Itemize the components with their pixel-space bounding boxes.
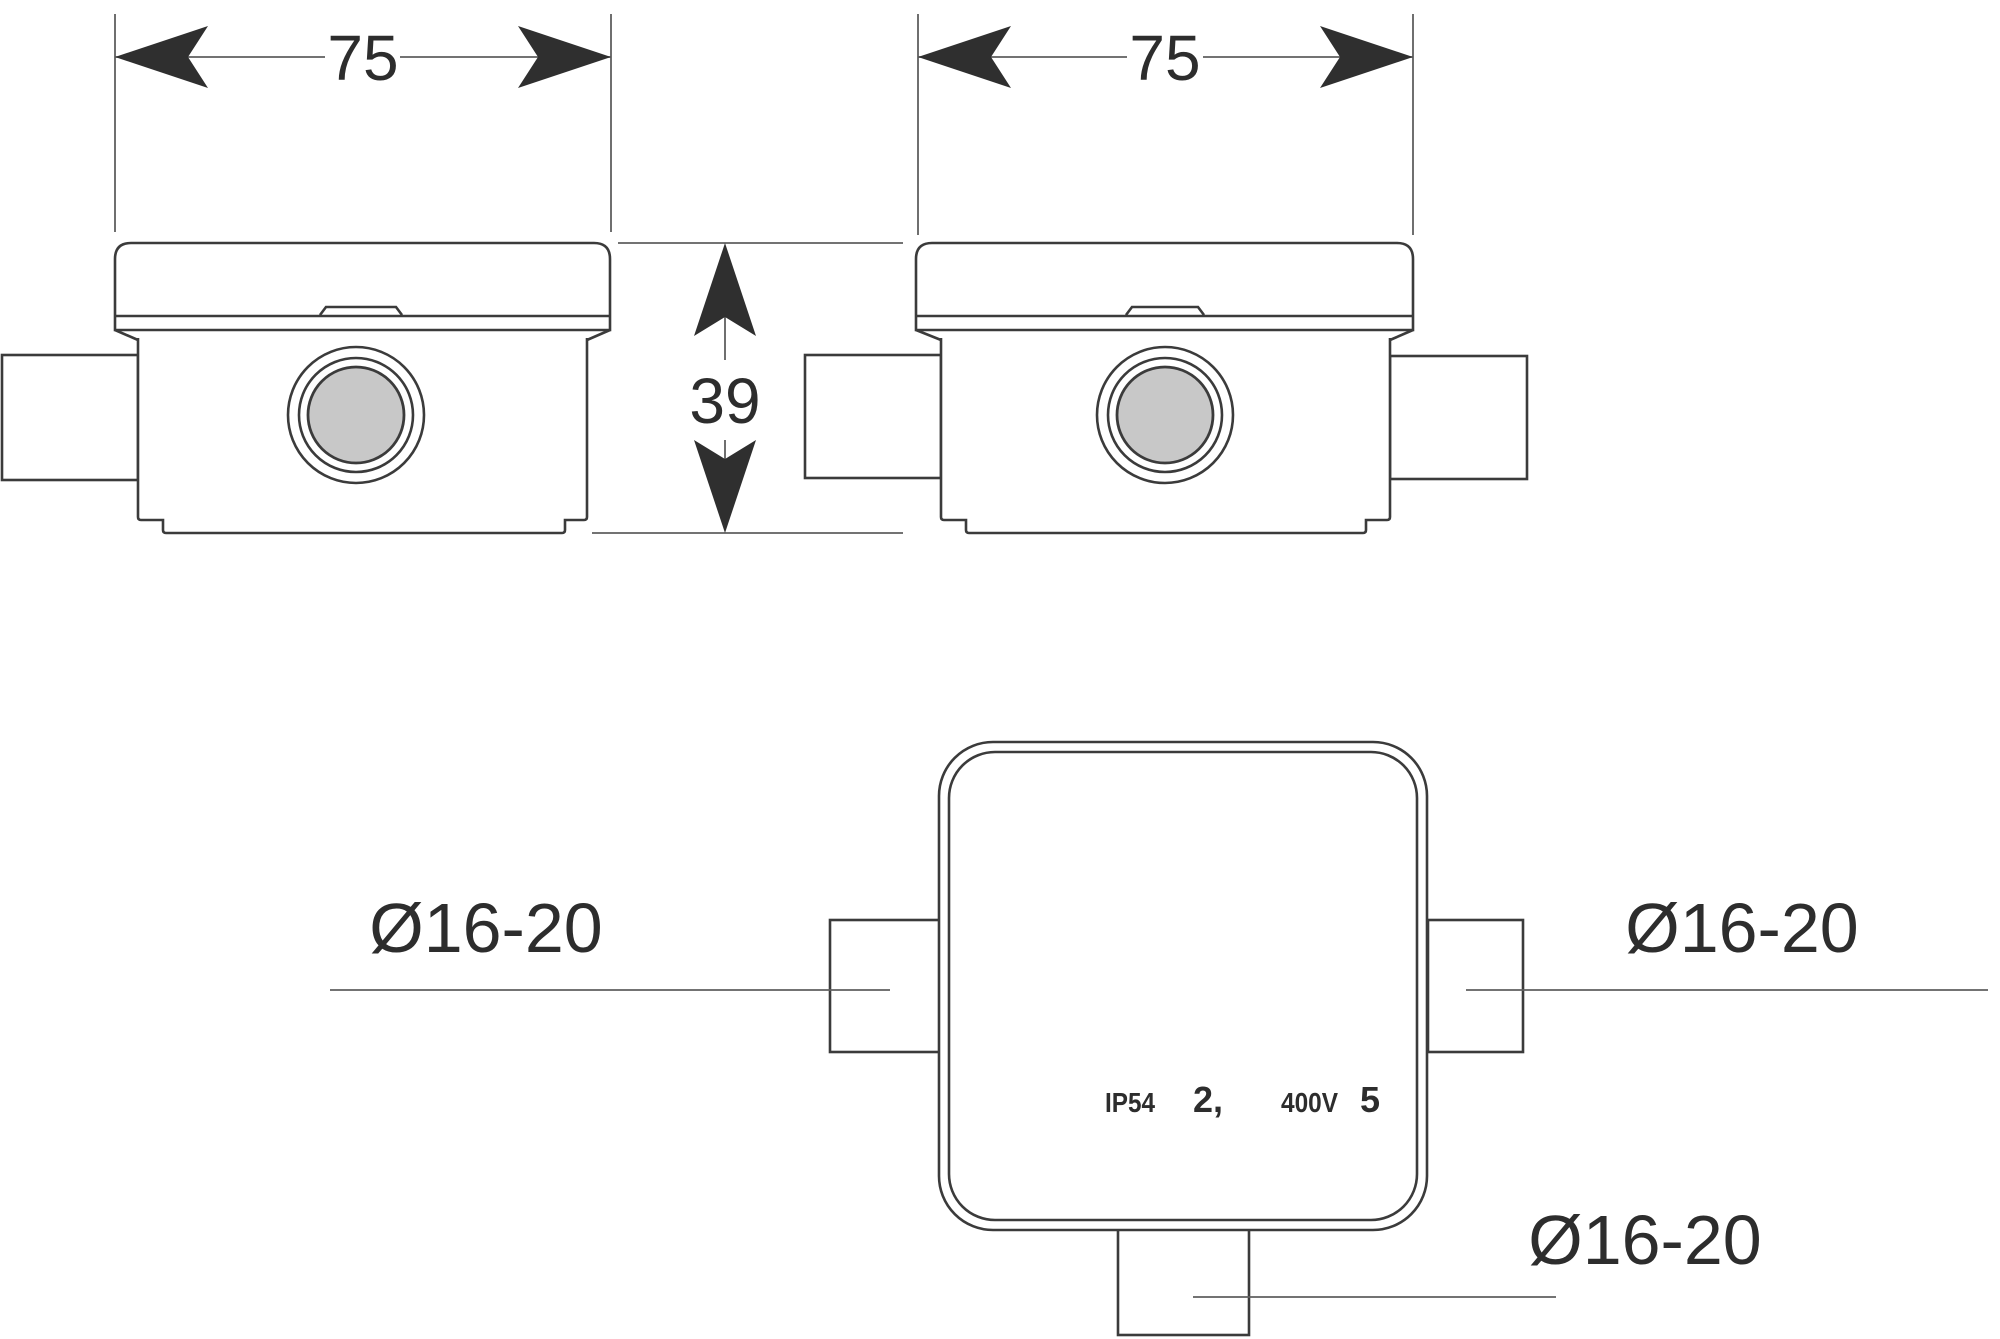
conduit-callout-bottom: Ø16-20 [1193, 1201, 1762, 1298]
lid-latch-tab [318, 305, 404, 316]
marking-count: 5 [1360, 1079, 1380, 1120]
conduit-callout-left: Ø16-20 [330, 889, 890, 991]
box-lid [914, 241, 1415, 332]
dimension-value: 39 [689, 365, 760, 437]
conduit-stub-right [1426, 918, 1525, 1054]
height-dimension: 39 [592, 242, 903, 534]
lid-markings: IP54 2, 400V 5 [1105, 1079, 1380, 1120]
conduit-callout-right: Ø16-20 [1466, 889, 1988, 991]
lid-chamfer [1389, 328, 1414, 342]
box-lid [113, 241, 612, 332]
arrow-up-icon [694, 243, 756, 336]
arrow-right-icon [1320, 26, 1413, 88]
side-view-right [803, 241, 1529, 535]
conduit-entry-left [0, 353, 140, 482]
side-view-left [0, 241, 612, 535]
lid-chamfer [586, 328, 611, 342]
conduit-entry-left [803, 353, 943, 480]
conduit-entry-right [1388, 354, 1529, 481]
lid-chamfer [114, 328, 139, 342]
width-dimension-left: 75 [114, 14, 612, 232]
top-view: IP54 2, 400V 5 [828, 740, 1525, 1337]
arrow-down-icon [694, 440, 756, 533]
lid-latch-tab [1124, 305, 1206, 316]
diameter-label: Ø16-20 [1625, 889, 1858, 967]
arrow-left-icon [115, 26, 208, 88]
arrow-left-icon [918, 26, 1011, 88]
diameter-label: Ø16-20 [369, 889, 602, 967]
diameter-label: Ø16-20 [1528, 1201, 1761, 1279]
knockout-membrane [1115, 365, 1215, 465]
dimension-value: 75 [1129, 22, 1200, 94]
lid-inner-outline [947, 750, 1419, 1222]
marking-ip-rating: IP54 [1105, 1087, 1155, 1118]
conduit-stub-bottom [1116, 1226, 1251, 1337]
knockout-membrane [306, 365, 406, 465]
width-dimension-right: 75 [917, 14, 1414, 235]
marking-voltage: 400V [1281, 1087, 1338, 1118]
lid-chamfer [915, 328, 942, 342]
lid-outer-outline [937, 740, 1429, 1232]
dimension-value: 75 [327, 22, 398, 94]
arrow-right-icon [518, 26, 611, 88]
conduit-stub-left [828, 918, 942, 1054]
marking-number: 2, [1193, 1079, 1223, 1120]
